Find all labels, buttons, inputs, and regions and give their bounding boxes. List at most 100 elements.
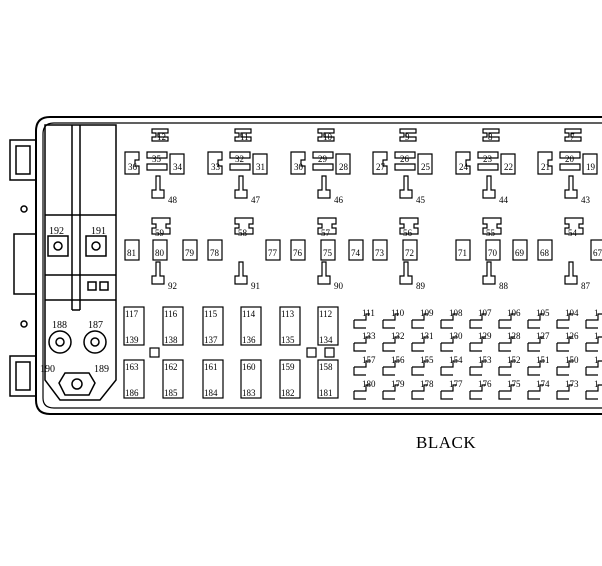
connector-label-21: 21	[541, 162, 550, 172]
relay-label-187: 187	[88, 320, 103, 331]
relay-label-190: 190	[40, 364, 55, 375]
fuse-body-161	[202, 359, 224, 399]
spacer-block-0	[149, 347, 160, 358]
fuse-body-162	[162, 359, 184, 399]
mini-fuse-outline-2-3	[440, 360, 457, 376]
connector-outline-21	[537, 151, 553, 175]
mini-fuse-label-152-2-5: 152	[507, 355, 521, 365]
connector-outline-22	[500, 153, 516, 175]
middle-clip-label-57: 57	[321, 228, 331, 238]
fuse-bottom-label-134: 134	[319, 335, 333, 345]
mini-fuse-outline-2-5	[498, 360, 515, 376]
mini-fuse-outline-2-1	[382, 360, 399, 376]
fuse-body-160	[240, 359, 262, 399]
mini-fuse-label-1-3-8: 1	[594, 379, 599, 389]
stem-label-46: 46	[334, 195, 344, 205]
bridge-outline-35	[146, 151, 168, 171]
mini-fuse-outline-0-0	[353, 313, 370, 329]
connector-label-30: 30	[294, 162, 304, 172]
clip-label-9: 9	[405, 132, 410, 142]
mini-fuse-outline-1-3	[440, 336, 457, 352]
mini-fuse-outline-0-4	[469, 313, 486, 329]
mini-fuse-label-104-0-7: 104	[565, 308, 579, 318]
middle-label-72: 72	[405, 248, 414, 258]
relay-label-189: 189	[94, 364, 109, 375]
mini-fuse-outline-3-6	[527, 384, 544, 400]
lower-stem-outline-92	[151, 261, 165, 285]
middle-clip-label-54: 54	[568, 228, 578, 238]
mini-fuse-label-105-0-6: 105	[536, 308, 550, 318]
fuse-top-label-160: 160	[242, 362, 256, 372]
connector-outline-33	[207, 151, 223, 175]
mini-fuse-outline-0-8	[585, 313, 602, 329]
connector-label-36: 36	[128, 162, 138, 172]
middle-label-71: 71	[458, 248, 467, 258]
mini-fuse-label-178-3-2: 178	[420, 379, 434, 389]
lower-stem-outline-90	[317, 261, 331, 285]
relay-label-192: 192	[49, 226, 64, 237]
connector-label-24: 24	[459, 162, 469, 172]
middle-label-77: 77	[268, 248, 278, 258]
mini-fuse-label-174-3-6: 174	[536, 379, 550, 389]
mini-fuse-outline-3-5	[498, 384, 515, 400]
middle-label-75: 75	[323, 248, 333, 258]
fuse-bottom-label-139: 139	[125, 335, 139, 345]
stem-label-44: 44	[499, 195, 509, 205]
bridge-label-26: 26	[400, 154, 410, 164]
mini-fuse-label-151-2-6: 151	[536, 355, 550, 365]
bridge-label-29: 29	[318, 154, 328, 164]
mini-fuse-label-108-0-3: 108	[449, 308, 463, 318]
bridge-outline-32	[229, 151, 251, 171]
middle-clip-label-55: 55	[486, 228, 496, 238]
mini-fuse-label-132-1-1: 132	[391, 331, 405, 341]
clip-outline-11	[234, 128, 252, 142]
middle-label-69: 69	[515, 248, 525, 258]
stem-outline-47	[234, 175, 248, 199]
relay-block	[44, 124, 117, 401]
middle-clip-outline-58	[234, 217, 254, 235]
lower-stem-label-87: 87	[581, 281, 591, 291]
fuse-body-113	[279, 306, 301, 346]
mini-fuse-label-1-2-8: 1	[594, 355, 599, 365]
middle-connector-76	[290, 239, 306, 261]
mini-fuse-label-176-3-4: 176	[478, 379, 492, 389]
mini-fuse-label-130-1-3: 130	[449, 331, 463, 341]
mini-fuse-outline-0-1	[382, 313, 399, 329]
fuse-top-label-114: 114	[242, 309, 256, 319]
connector-label-25: 25	[421, 162, 431, 172]
fuse-body-114	[240, 306, 262, 346]
lower-stem-label-88: 88	[499, 281, 509, 291]
middle-label-70: 70	[488, 248, 498, 258]
fuse-bottom-label-183: 183	[242, 388, 256, 398]
bridge-label-35: 35	[152, 154, 162, 164]
middle-clip-label-56: 56	[403, 228, 413, 238]
mini-fuse-label-106-0-5: 106	[507, 308, 521, 318]
connector-label-28: 28	[339, 162, 349, 172]
middle-clip-outline-54	[564, 217, 584, 235]
stem-outline-43	[564, 175, 578, 199]
fuse-top-label-162: 162	[164, 362, 178, 372]
clip-label-11: 11	[240, 132, 249, 142]
mini-fuse-label-133-1-0: 133	[362, 331, 376, 341]
fuse-top-label-117: 117	[125, 309, 139, 319]
middle-label-68: 68	[540, 248, 550, 258]
mini-fuse-label-154-2-3: 154	[449, 355, 463, 365]
clip-outline-9	[399, 128, 417, 142]
stem-outline-44	[482, 175, 496, 199]
mini-fuse-label-1-0-8: 1	[594, 308, 599, 318]
middle-clip-label-58: 58	[238, 228, 248, 238]
fuse-body-116	[162, 306, 184, 346]
lower-stem-outline-89	[399, 261, 413, 285]
diagram-caption: BLACK	[416, 433, 477, 452]
connector-outline-30	[290, 151, 306, 175]
stem-label-45: 45	[416, 195, 426, 205]
clip-label-12: 12	[157, 132, 166, 142]
middle-clip-outline-57	[317, 217, 337, 235]
middle-clip-label-59: 59	[155, 228, 165, 238]
mini-fuse-outline-3-1	[382, 384, 399, 400]
mini-fuse-outline-2-0	[353, 360, 370, 376]
fuse-bottom-label-182: 182	[281, 388, 295, 398]
connector-outline-24	[455, 151, 471, 175]
middle-connector-74	[348, 239, 364, 261]
